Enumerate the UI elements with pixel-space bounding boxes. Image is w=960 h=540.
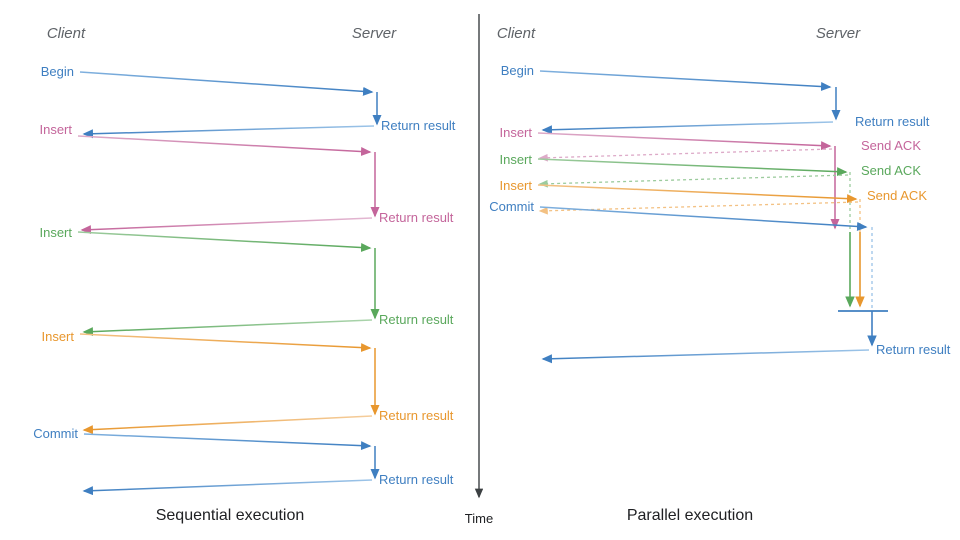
message-label: Insert	[499, 152, 532, 167]
actor-server-label: Server	[352, 25, 397, 42]
message-label: Commit	[489, 199, 534, 214]
message-insert-pink: Insert Send ACK	[499, 125, 921, 153]
message-label: Insert	[499, 178, 532, 193]
message-insert-pink: Insert	[39, 122, 372, 157]
message-return-result-4: Return result	[82, 408, 454, 435]
message-label: Return result	[855, 114, 930, 129]
message-label: Return result	[379, 408, 454, 423]
message-label: Return result	[381, 118, 456, 133]
message-return-result-1: Return result	[82, 118, 456, 139]
actor-client-label: Client	[47, 25, 86, 42]
message-label: Send ACK	[861, 138, 921, 153]
message-label: Begin	[41, 64, 74, 79]
message-label: Commit	[33, 426, 78, 441]
message-begin: Begin	[501, 63, 832, 91]
message-return-result-final: Return result	[541, 342, 951, 364]
message-insert-orange: Insert	[41, 329, 372, 353]
actor-server-label: Server	[816, 25, 861, 42]
message-label: Return result	[379, 472, 454, 487]
message-label: Insert	[41, 329, 74, 344]
ack-dotted-line-pink	[538, 148, 833, 162]
panel-caption-sequential: Sequential execution	[156, 507, 305, 524]
message-label: Return result	[876, 342, 951, 357]
message-return-result-2: Return result	[80, 210, 454, 235]
message-label: Send ACK	[867, 188, 927, 203]
message-label: Return result	[379, 312, 454, 327]
panel-sequential: Client Server Begin Return result Insert…	[33, 25, 456, 524]
panel-parallel: Client Server Begin Return result Insert…	[489, 25, 951, 524]
panel-caption-parallel: Parallel execution	[627, 507, 753, 524]
message-label: Return result	[379, 210, 454, 225]
time-axis: Time	[465, 14, 493, 526]
message-commit: Commit	[33, 426, 372, 451]
message-return-result-5: Return result	[82, 472, 454, 496]
message-insert-green: Insert	[39, 225, 372, 253]
ack-dotted-line-orange	[538, 201, 859, 215]
message-commit: Commit	[489, 199, 868, 231]
message-insert-orange: Insert Send ACK	[499, 178, 927, 204]
message-label: Insert	[39, 122, 72, 137]
time-axis-label: Time	[465, 511, 493, 526]
message-insert-green: Insert Send ACK	[499, 152, 921, 178]
message-return-result-3: Return result	[82, 312, 454, 337]
ack-dotted-line-green	[538, 174, 849, 188]
message-label: Send ACK	[861, 163, 921, 178]
message-label: Begin	[501, 63, 534, 78]
actor-client-label: Client	[497, 25, 536, 42]
message-label: Insert	[499, 125, 532, 140]
message-return-result-1: Return result	[541, 114, 930, 135]
message-begin: Begin	[41, 64, 374, 96]
message-label: Insert	[39, 225, 72, 240]
